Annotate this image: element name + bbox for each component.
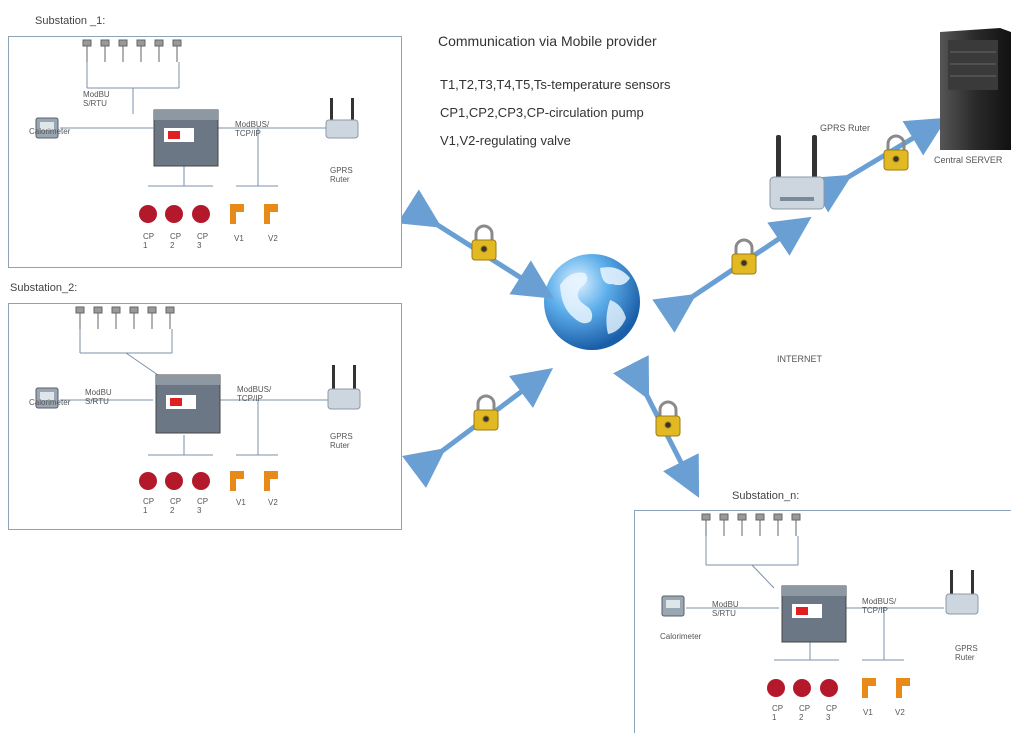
gprs-label: GPRS Ruter bbox=[330, 166, 353, 184]
v2-label: V2 bbox=[895, 708, 905, 717]
controller-icon bbox=[781, 585, 847, 643]
lock-icon bbox=[883, 134, 909, 171]
temperature-sensor-icon bbox=[82, 39, 182, 62]
cp2-label: CP 2 bbox=[799, 704, 810, 722]
lock-icon bbox=[473, 394, 499, 431]
modbus-rtu-label: ModBU S/RTU bbox=[85, 388, 112, 406]
v1-label: V1 bbox=[863, 708, 873, 717]
gprs-label: GPRS Ruter bbox=[330, 432, 353, 450]
internet-label: INTERNET bbox=[777, 354, 822, 364]
valve-icon bbox=[230, 471, 278, 491]
modbus-tcp-label: ModBUS/ TCP/IP bbox=[237, 385, 272, 403]
v2-label: V2 bbox=[268, 498, 278, 507]
lock-icon bbox=[655, 400, 681, 437]
temperature-sensor-icon bbox=[701, 513, 801, 536]
modbus-rtu-label: ModBU S/RTU bbox=[712, 600, 739, 618]
v1-label: V1 bbox=[236, 498, 246, 507]
calorimeter-icon bbox=[35, 117, 59, 139]
substation-n-title: Substation_n: bbox=[732, 490, 800, 502]
substation-2-content bbox=[8, 303, 402, 530]
v1-label: V1 bbox=[234, 234, 244, 243]
cp3-label: CP 3 bbox=[197, 232, 208, 250]
substation-2-title: Substation_2: bbox=[10, 282, 78, 294]
calorimeter-icon bbox=[661, 595, 685, 617]
router-icon bbox=[769, 135, 825, 210]
controller-icon bbox=[155, 374, 221, 434]
substation-n-content bbox=[634, 510, 1011, 734]
cp2-label: CP 2 bbox=[170, 497, 181, 515]
globe-icon bbox=[544, 254, 640, 350]
v2-label: V2 bbox=[268, 234, 278, 243]
lock-icon bbox=[731, 238, 757, 275]
lock-icon bbox=[471, 224, 497, 261]
legend-line-pumps: CP1,CP2,CP3,CP-circulation pump bbox=[440, 105, 644, 120]
legend-heading: Communication via Mobile provider bbox=[438, 33, 657, 49]
cp1-label: CP 1 bbox=[143, 232, 154, 250]
modbus-tcp-label: ModBUS/ TCP/IP bbox=[235, 120, 270, 138]
pump-icon bbox=[139, 472, 210, 490]
cp1-label: CP 1 bbox=[772, 704, 783, 722]
legend-line-valves: V1,V2-regulating valve bbox=[440, 133, 571, 148]
controller-icon bbox=[153, 109, 219, 167]
valve-icon bbox=[230, 204, 278, 224]
substation-1-title: Substation _1: bbox=[35, 15, 106, 27]
substation-1-content bbox=[8, 36, 402, 268]
legend-line-sensors: T1,T2,T3,T4,T5,Ts-temperature sensors bbox=[440, 77, 671, 92]
gprs-label: GPRS Ruter bbox=[955, 644, 978, 662]
calorimeter-label: Calorimeter bbox=[29, 127, 71, 136]
server-icon bbox=[940, 28, 1011, 150]
router-icon bbox=[945, 570, 979, 615]
pump-icon bbox=[767, 679, 838, 697]
router-icon bbox=[325, 98, 359, 139]
calorimeter-icon bbox=[35, 387, 59, 409]
valve-icon bbox=[862, 678, 910, 698]
modbus-tcp-label: ModBUS/ TCP/IP bbox=[862, 597, 897, 615]
cp3-label: CP 3 bbox=[826, 704, 837, 722]
calorimeter-label: Calorimeter bbox=[29, 398, 71, 407]
router-icon bbox=[327, 365, 361, 410]
cp1-label: CP 1 bbox=[143, 497, 154, 515]
temperature-sensor-icon bbox=[75, 306, 175, 329]
pump-icon bbox=[139, 205, 210, 223]
cp2-label: CP 2 bbox=[170, 232, 181, 250]
calorimeter-label: Calorimeter bbox=[660, 632, 702, 641]
cp3-label: CP 3 bbox=[197, 497, 208, 515]
server-router-label: GPRS Ruter bbox=[820, 123, 871, 133]
server-label: Central SERVER bbox=[934, 155, 1003, 165]
modbus-rtu-label: ModBU S/RTU bbox=[83, 90, 110, 108]
